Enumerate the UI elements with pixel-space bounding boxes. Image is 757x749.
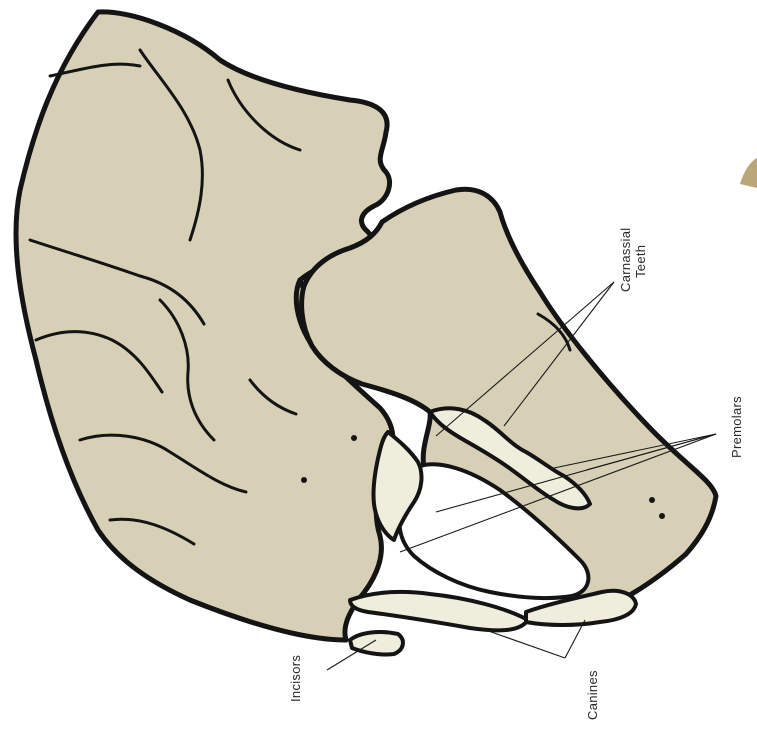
label-incisors: Incisors [288, 655, 303, 702]
label-carnassial-line1: Carnassial [618, 228, 633, 292]
label-canines: Canines [585, 670, 600, 720]
foramen-2 [351, 435, 357, 441]
label-carnassial-line2: Teeth [633, 245, 648, 278]
upper-canine [350, 592, 528, 630]
foramen-3 [649, 497, 655, 503]
neighbor-figure-fragment [740, 158, 757, 188]
foramen-4 [659, 513, 665, 519]
foramen-1 [301, 477, 307, 483]
label-premolars: Premolars [729, 396, 744, 458]
